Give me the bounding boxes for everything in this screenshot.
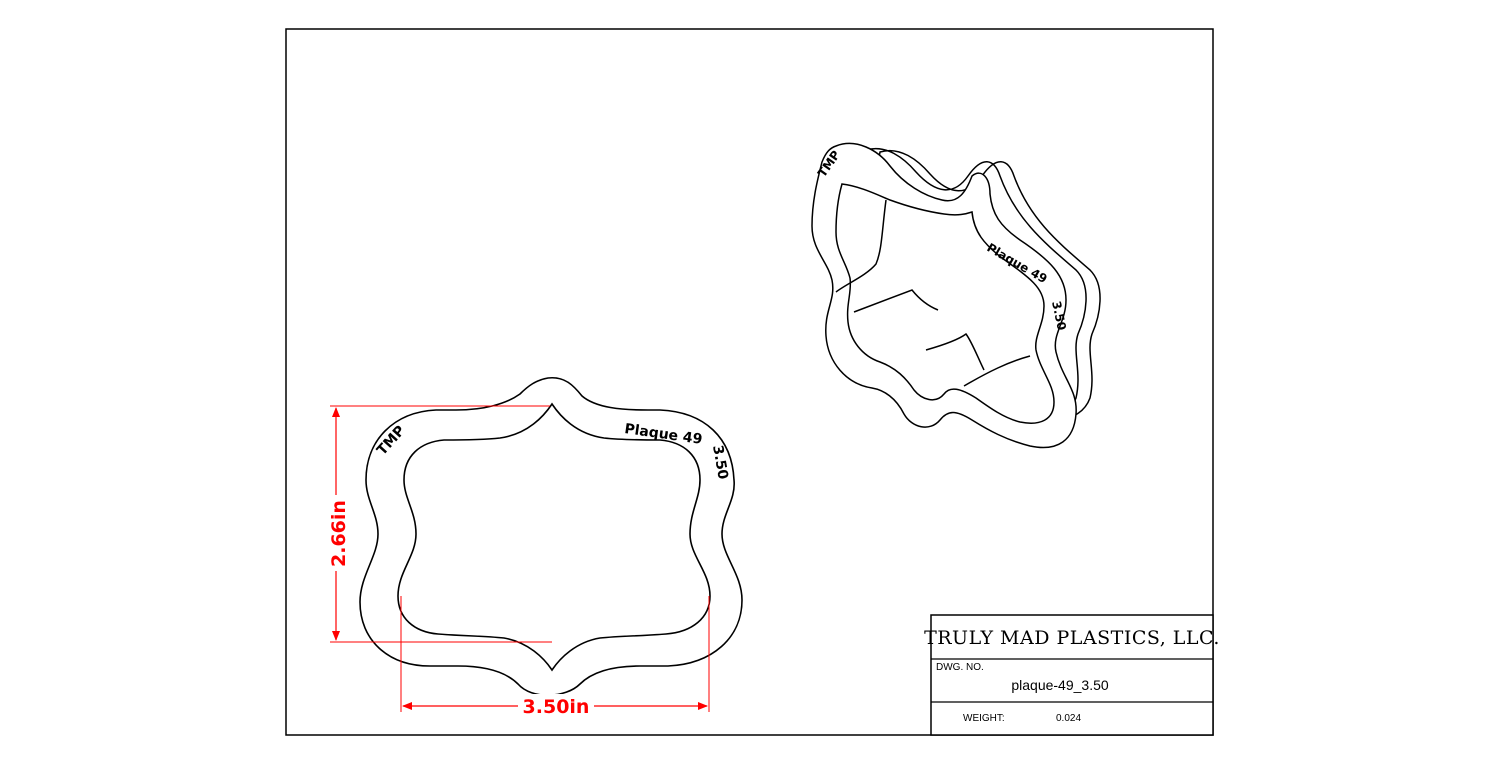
iso-back-layer-2: [867, 149, 1101, 431]
weight-label: WEIGHT:: [963, 713, 1005, 724]
iso-inner-wall-bottom: [925, 332, 985, 371]
front-view: TMP Plaque 49 3.50: [359, 376, 743, 696]
iso-label-size: 3.50: [1049, 300, 1069, 332]
front-label-size: 3.50: [709, 444, 731, 481]
weight-value: 0.024: [1056, 713, 1081, 724]
front-label-plaque: Plaque 49: [623, 421, 703, 448]
title-block-frame: [930, 614, 1214, 736]
dwg-no-value: plaque-49_3.50: [1011, 677, 1109, 693]
height-dimension-label: 2.66in: [328, 500, 350, 567]
dimensions: 2.66in 3.50in: [324, 405, 710, 718]
company-name: TRULY MAD PLASTICS, LLC.: [924, 627, 1220, 649]
sheet-border: [285, 28, 1214, 736]
plaque-inner-outline: [397, 402, 711, 672]
iso-inner-wall-left: [835, 199, 887, 293]
front-label-tmp: TMP: [374, 423, 408, 459]
title-block: TRULY MAD PLASTICS, LLC. DWG. NO. plaque…: [924, 614, 1220, 736]
iso-inner-wall-right: [963, 355, 1031, 387]
isometric-view: TMP Plaque 49 3.50: [811, 142, 1101, 449]
iso-top-inner: [835, 183, 1055, 424]
iso-top-outer: [811, 142, 1077, 449]
width-dimension-label: 3.50in: [523, 696, 590, 718]
plaque-outer-outline: [359, 376, 743, 696]
dwg-no-label: DWG. NO.: [936, 662, 984, 673]
iso-inner-wall-lower: [853, 289, 939, 313]
